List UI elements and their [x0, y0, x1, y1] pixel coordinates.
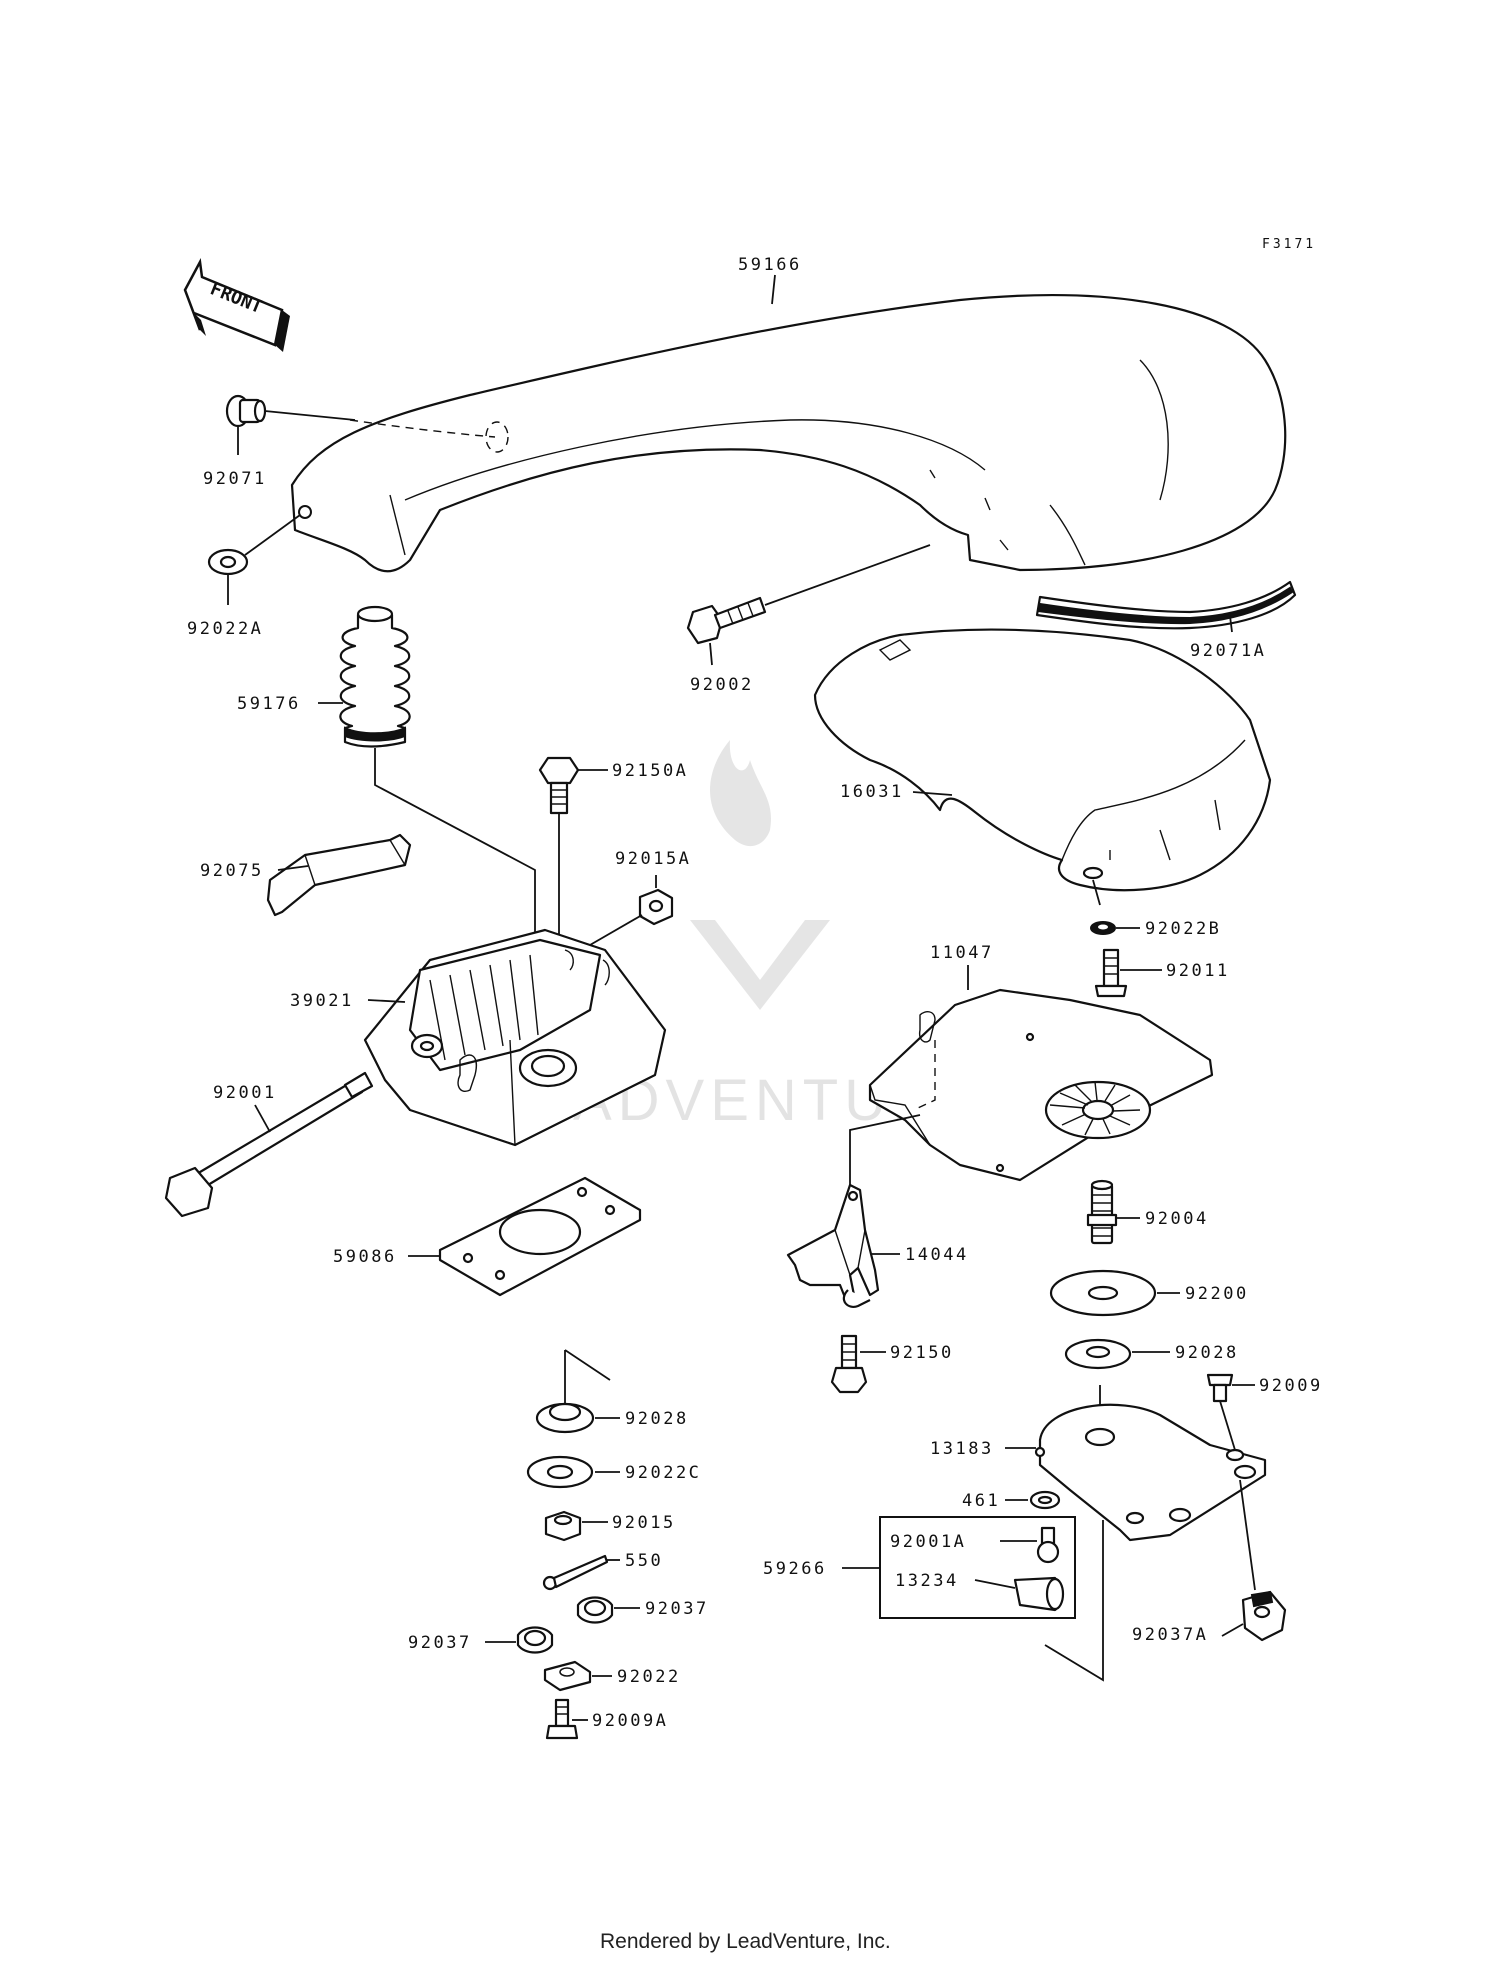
- label-92037-left: 92037: [408, 1633, 472, 1653]
- leader-13234: [974, 1579, 1016, 1589]
- leader-92037A: [1221, 1623, 1244, 1637]
- label-92022C: 92022C: [625, 1463, 701, 1483]
- part-461-ring: [1029, 1490, 1061, 1510]
- part-92001-bolt: [164, 1071, 374, 1218]
- leader-92071: [264, 410, 356, 421]
- leader-bottom-axis: [1044, 1520, 1104, 1682]
- footer-credit: Rendered by LeadVenture, Inc.: [600, 1930, 891, 1953]
- part-92150-bolt: [830, 1334, 868, 1394]
- part-92037A-clamp: [1241, 1590, 1287, 1642]
- label-92200: 92200: [1185, 1284, 1249, 1304]
- label-92001: 92001: [213, 1083, 277, 1103]
- label-39021: 39021: [290, 991, 354, 1011]
- part-92028-left-washer: [535, 1402, 595, 1434]
- label-92037A: 92037A: [1132, 1625, 1208, 1645]
- figure-code: F3171: [1262, 237, 1316, 252]
- leader-59166: [771, 274, 776, 305]
- label-59166: 59166: [738, 255, 802, 275]
- label-13234: 13234: [895, 1571, 959, 1591]
- label-461: 461: [962, 1491, 1000, 1511]
- part-92009-screw: [1206, 1373, 1234, 1403]
- leader-39021: [367, 999, 406, 1003]
- label-92150: 92150: [890, 1343, 954, 1363]
- label-92022B: 92022B: [1145, 919, 1221, 939]
- label-92022A: 92022A: [187, 619, 263, 639]
- label-92015: 92015: [612, 1513, 676, 1533]
- label-92004: 92004: [1145, 1209, 1209, 1229]
- leader-16031-down: [1092, 879, 1101, 906]
- part-39021-base: [363, 928, 667, 1147]
- part-92028-right-washer: [1064, 1338, 1132, 1370]
- leader-92001: [254, 1104, 271, 1133]
- part-59176-boot: [339, 605, 411, 748]
- label-92022: 92022: [617, 1667, 681, 1687]
- part-92022B-washer: [1090, 921, 1116, 935]
- label-92028-left: 92028: [625, 1409, 689, 1429]
- part-92075-bracket: [266, 833, 412, 917]
- leader-92071A: [1229, 615, 1233, 633]
- part-92002-bolt: [686, 596, 767, 645]
- leader-16031: [912, 791, 953, 796]
- label-92001A: 92001A: [890, 1532, 966, 1552]
- label-92150A: 92150A: [612, 761, 688, 781]
- part-92022-clip: [543, 1660, 592, 1692]
- label-59266: 59266: [763, 1559, 827, 1579]
- part-11047-plate: [868, 988, 1214, 1182]
- leader-92002: [764, 544, 931, 606]
- leader-left-axis: [564, 1349, 611, 1405]
- part-92015-nut: [544, 1510, 582, 1542]
- label-59086: 59086: [333, 1247, 397, 1267]
- label-11047: 11047: [930, 943, 994, 963]
- leader-92015A-link: [589, 914, 643, 946]
- label-92071: 92071: [203, 469, 267, 489]
- part-16031-cover: [813, 628, 1272, 892]
- label-92011: 92011: [1166, 961, 1230, 981]
- label-92037-right: 92037: [645, 1599, 709, 1619]
- part-92022C-washer: [526, 1455, 594, 1489]
- part-92037-left-clamp: [516, 1626, 554, 1654]
- part-92071A-strip: [1035, 580, 1297, 630]
- label-92002: 92002: [690, 675, 754, 695]
- part-92200-washer: [1049, 1269, 1157, 1317]
- part-92015A-nut: [638, 888, 674, 926]
- part-13183-plate: [1034, 1403, 1267, 1542]
- label-92009: 92009: [1259, 1376, 1323, 1396]
- part-14044-bracket: [786, 1183, 880, 1308]
- part-92001A-ball: [1036, 1526, 1060, 1564]
- part-92009A-screw: [545, 1698, 579, 1740]
- part-59166-cover: [290, 294, 1287, 573]
- part-92011-bolt: [1094, 948, 1128, 998]
- label-59176: 59176: [237, 694, 301, 714]
- label-92009A: 92009A: [592, 1711, 668, 1731]
- leader-11047-link: [849, 1114, 921, 1190]
- part-92150A-bolt: [538, 756, 580, 815]
- part-92037-right-clamp: [576, 1596, 614, 1624]
- label-14044: 14044: [905, 1245, 969, 1265]
- label-92075: 92075: [200, 861, 264, 881]
- leader-13183-down: [1239, 1479, 1256, 1591]
- label-92028-right: 92028: [1175, 1343, 1239, 1363]
- part-59086-plate: [438, 1176, 642, 1297]
- leader-92075: [277, 865, 309, 871]
- label-13183: 13183: [930, 1439, 994, 1459]
- part-92071-grommet: [225, 394, 267, 428]
- part-13234-socket: [1013, 1576, 1065, 1612]
- label-16031: 16031: [840, 782, 904, 802]
- leader-92009-down: [1219, 1400, 1236, 1451]
- part-92004-stud: [1086, 1179, 1118, 1245]
- leader-92002-down: [709, 642, 713, 666]
- leader-92022A: [244, 514, 301, 556]
- label-92015A: 92015A: [615, 849, 691, 869]
- front-arrow-icon: FRONT: [183, 257, 290, 352]
- label-92071A: 92071A: [1190, 641, 1266, 661]
- part-92022A-washer: [207, 548, 249, 576]
- part-550-pin: [542, 1554, 609, 1591]
- label-550: 550: [625, 1551, 663, 1571]
- watermark-logo: [690, 740, 830, 1010]
